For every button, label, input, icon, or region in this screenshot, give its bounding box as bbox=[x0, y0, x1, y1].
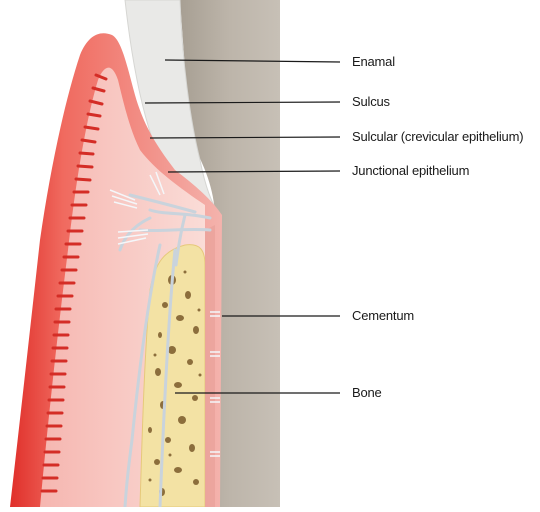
label-junctional-epithelium: Junctional epithelium bbox=[352, 163, 469, 178]
periodontal-ligament bbox=[205, 225, 215, 507]
label-bone: Bone bbox=[352, 385, 382, 400]
label-enamel: Enamal bbox=[352, 54, 395, 69]
label-sulcus: Sulcus bbox=[352, 94, 390, 109]
label-cementum: Cementum bbox=[352, 308, 414, 323]
label-sulcular-epithelium: Sulcular (crevicular epithelium) bbox=[352, 129, 523, 144]
